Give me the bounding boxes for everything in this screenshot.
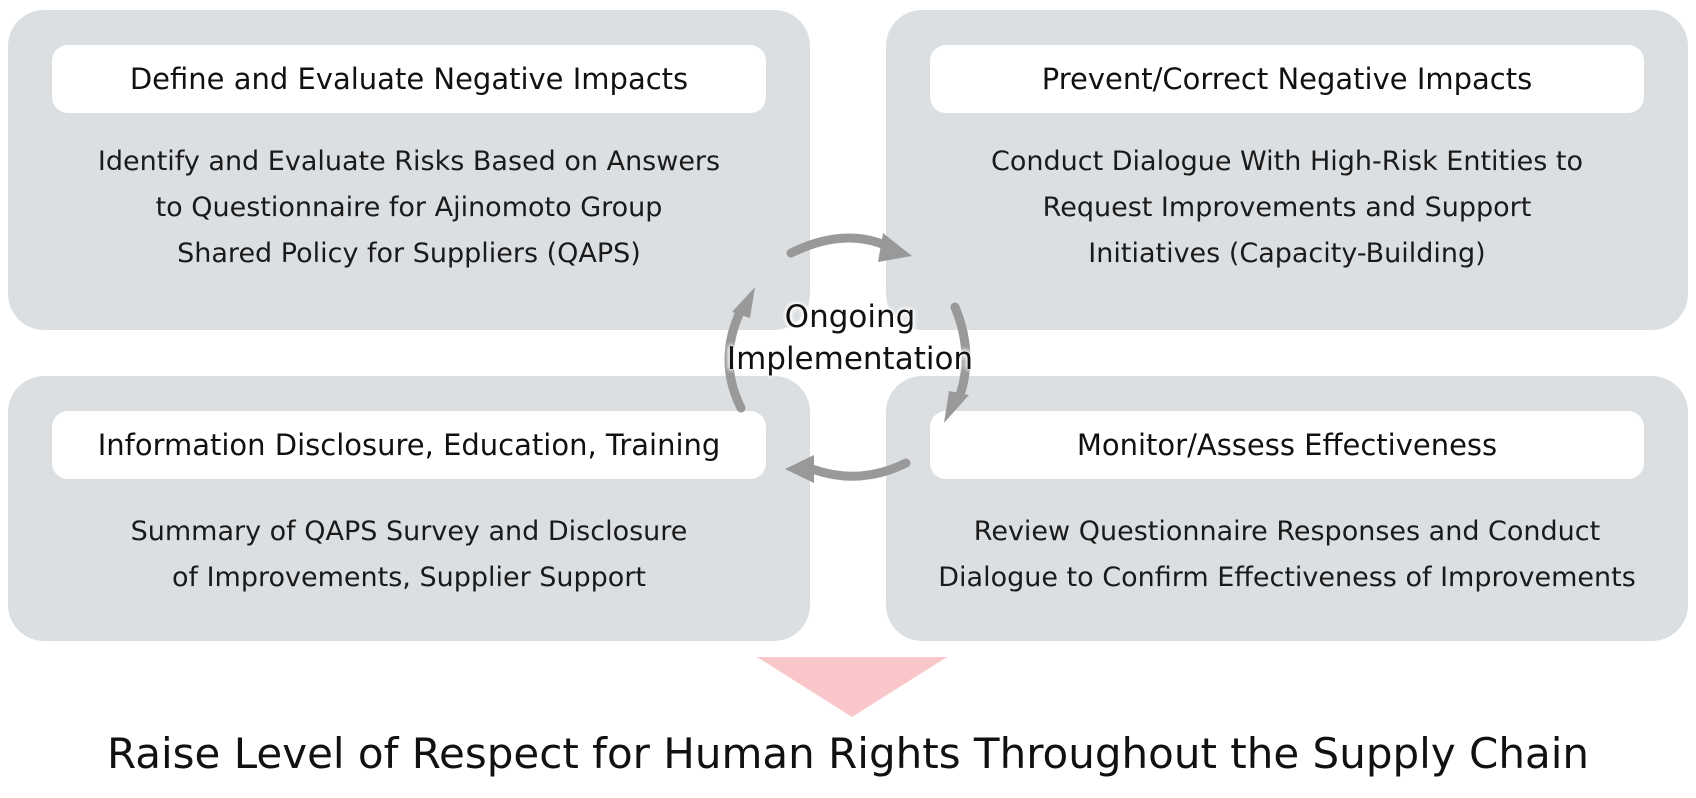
arrow-to-prevent-icon [786, 233, 892, 258]
panel-prevent-correct: Prevent/Correct Negative Impacts Conduct… [886, 10, 1688, 330]
arrow-to-monitor-icon [950, 302, 971, 400]
description-line: of Improvements, Supplier Support [171, 562, 647, 593]
description-line: Identify and Evaluate Risks Based on Ans… [97, 146, 721, 177]
description-line: Dialogue to Confirm Effectiveness of Imp… [938, 562, 1636, 593]
panel-title: Define and Evaluate Negative Impacts [52, 45, 766, 113]
description-line: Request Improvements and Support [1042, 192, 1532, 223]
description-line: to Questionnaire for Ajinomoto Group [155, 192, 663, 223]
panel-description: Review Questionnaire Responses and Condu… [886, 509, 1688, 601]
arrowhead-icon [944, 391, 969, 423]
down-arrow-icon [757, 657, 947, 717]
arrowhead-icon [785, 455, 814, 483]
arrow-to-define-icon [724, 305, 746, 413]
description-line: Conduct Dialogue With High-Risk Entities… [991, 146, 1583, 177]
cycle-center-label: Ongoing Implementation [700, 296, 1000, 380]
arrowhead-icon [732, 287, 755, 318]
center-label-line: Ongoing [784, 299, 916, 335]
panel-description: Summary of QAPS Survey and Disclosure of… [8, 509, 810, 601]
panel-title: Information Disclosure, Education, Train… [52, 411, 766, 479]
panel-description: Identify and Evaluate Risks Based on Ans… [8, 139, 810, 277]
panel-monitor-assess: Monitor/Assess Effectiveness Review Ques… [886, 376, 1688, 641]
panel-description: Conduct Dialogue With High-Risk Entities… [886, 139, 1688, 277]
outcome-statement: Raise Level of Respect for Human Rights … [106, 729, 1590, 778]
description-line: Summary of QAPS Survey and Disclosure [130, 516, 688, 547]
panel-title: Monitor/Assess Effectiveness [930, 411, 1644, 479]
description-line: Initiatives (Capacity-Building) [1088, 238, 1486, 269]
panel-disclosure-training: Information Disclosure, Education, Train… [8, 376, 810, 641]
arrowhead-icon [878, 233, 912, 262]
description-line: Review Questionnaire Responses and Condu… [973, 516, 1601, 547]
center-label-line: Implementation [726, 341, 974, 377]
arrow-to-disclosure-icon [807, 458, 911, 481]
panel-define-evaluate: Define and Evaluate Negative Impacts Ide… [8, 10, 810, 330]
panel-title: Prevent/Correct Negative Impacts [930, 45, 1644, 113]
description-line: Shared Policy for Suppliers (QAPS) [177, 238, 641, 269]
